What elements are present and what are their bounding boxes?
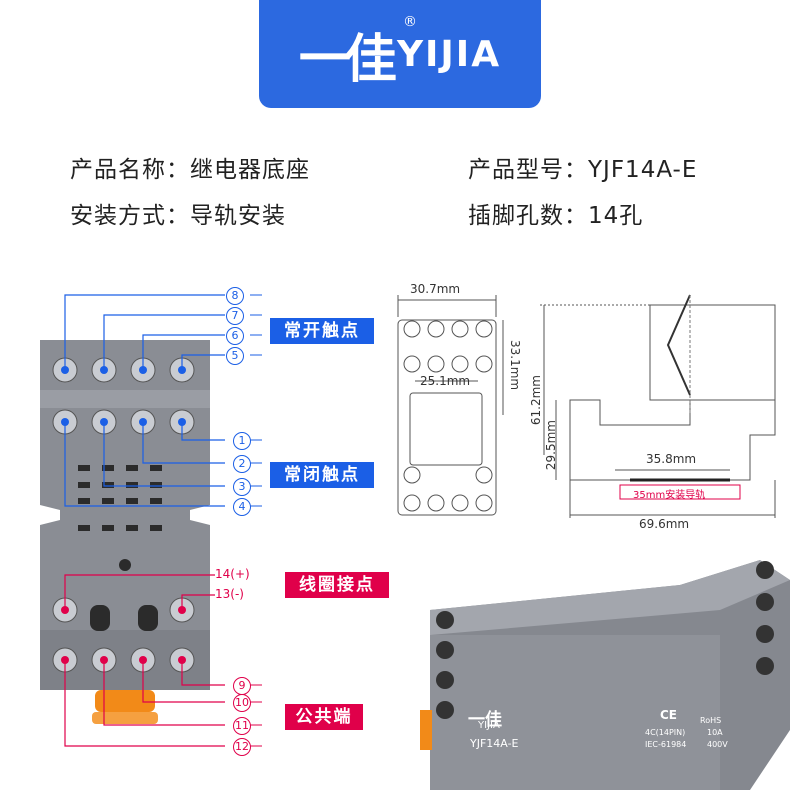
dim-base-width: 69.6mm — [639, 517, 690, 531]
terminal-7-badge: 7 — [226, 307, 244, 325]
brand-logo-banner: 一佳 YIJIA ® — [259, 0, 541, 108]
normally-closed-tag: 常闭触点 — [270, 462, 374, 488]
terminal-12-badge: 12 — [233, 738, 251, 756]
terminal-6-badge: 6 — [226, 327, 244, 345]
label-logo-cn: 一佳 — [468, 710, 502, 730]
normally-open-tag: 常开触点 — [270, 318, 374, 344]
label-spec3: 10A — [707, 728, 723, 737]
terminal-14-label: 14(+) — [215, 567, 250, 581]
logo-chinese-text: 一佳 — [298, 29, 397, 90]
spec-product-model: 产品型号：YJF14A-E — [468, 157, 698, 183]
terminal-10-badge: 10 — [233, 694, 251, 712]
terminal-3-badge: 3 — [233, 478, 251, 496]
label-spec4: 400V — [707, 740, 728, 749]
rail-label: 35mm安装导轨 — [633, 490, 706, 501]
terminal-1-badge: 1 — [233, 432, 251, 450]
coil-contact-tag: 线圈接点 — [285, 572, 389, 598]
dim-total-height: 61.2mm — [529, 375, 543, 426]
spec-product-name: 产品名称：继电器底座 — [70, 157, 310, 183]
spec-install-method: 安装方式：导轨安装 — [70, 203, 286, 229]
socket-3d-photo — [420, 560, 790, 790]
spec-pin-count: 插脚孔数：14孔 — [468, 203, 644, 229]
common-terminal-tag: 公共端 — [285, 704, 363, 730]
dim-height-side: 33.1mm — [508, 340, 522, 391]
terminal-4-badge: 4 — [233, 498, 251, 516]
label-spec1: 4C(14PIN) — [645, 728, 686, 737]
label-spec2: IEC-61984 — [645, 740, 687, 749]
socket-top-view — [40, 294, 262, 747]
terminal-8-badge: 8 — [226, 287, 244, 305]
terminal-2-badge: 2 — [233, 455, 251, 473]
label-ce: CE — [660, 708, 678, 722]
registered-mark: ® — [403, 14, 417, 30]
dim-inner: 25.1mm — [420, 374, 471, 388]
label-logo-en: YIJIA — [478, 720, 500, 731]
logo-english-text: YIJIA — [396, 33, 502, 75]
terminal-13-label: 13(-) — [215, 587, 244, 601]
label-model: YJF14A-E — [470, 737, 519, 750]
dim-width-top: 30.7mm — [410, 282, 461, 296]
label-rohs: RoHS — [700, 716, 722, 725]
terminal-11-badge: 11 — [233, 717, 251, 735]
dim-base-height: 29.5mm — [544, 420, 558, 471]
dim-rail-width: 35.8mm — [646, 452, 697, 466]
terminal-9-badge: 9 — [233, 677, 251, 695]
dimension-drawings — [397, 294, 776, 518]
terminal-5-badge: 5 — [226, 347, 244, 365]
